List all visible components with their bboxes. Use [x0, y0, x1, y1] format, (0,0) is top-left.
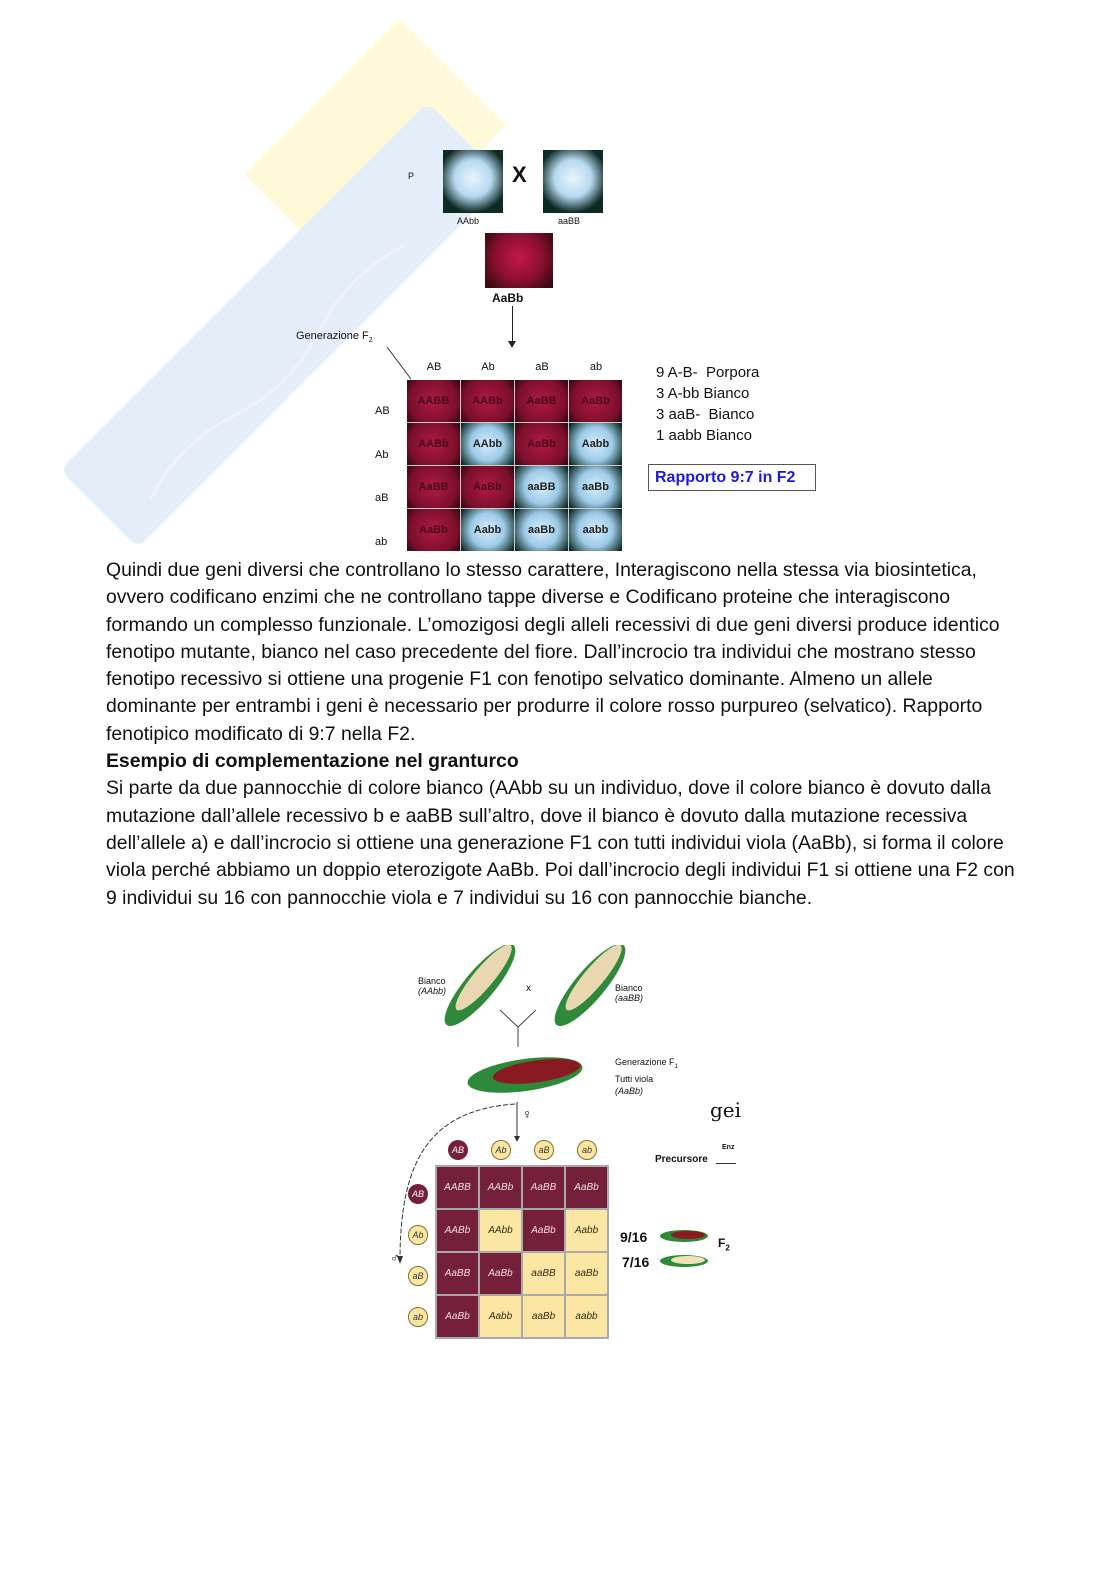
ratio-line: 3 A-bb Bianco — [656, 385, 750, 402]
white-flower-image — [543, 150, 603, 213]
f2-generation-label: Generazione F2 — [296, 330, 373, 345]
row-headers: AB Ab aB ab — [375, 390, 390, 564]
punnett-cell: aaBb — [523, 1296, 564, 1337]
gamete-circle: AB — [448, 1140, 468, 1160]
gamete-circle: AB — [408, 1184, 428, 1204]
punnett-cell: aaBb — [569, 466, 622, 508]
gamete-circle: Ab — [408, 1225, 428, 1245]
punnett-cell: AaBb — [566, 1167, 607, 1208]
col-header: AB — [426, 361, 442, 373]
punnett-cell: AABB — [407, 380, 460, 422]
ratio-line: 1 aabb Bianco — [656, 427, 752, 444]
gamete-column-headers: AB Ab aB ab — [448, 1140, 597, 1160]
watermark-logo — [64, 106, 500, 544]
section-heading: Esempio di complementazione nel granturc… — [106, 750, 519, 773]
paragraph: Quindi due geni diversi che controllano … — [106, 559, 1000, 745]
col-header: aB — [535, 361, 549, 373]
punnett-cell: AaBB — [515, 380, 568, 422]
gamete-circle: aB — [534, 1140, 554, 1160]
punnett-cell: aabb — [566, 1296, 607, 1337]
punnett-cell: AABb — [437, 1210, 478, 1251]
col-header: Ab — [481, 361, 495, 373]
row-header: Ab — [375, 448, 389, 461]
left-parent-label: Bianco(AAbb) — [418, 976, 447, 996]
parent2-genotype: aaBB — [558, 216, 581, 226]
punnett-cell: AAbb — [461, 423, 514, 465]
right-parent-label: Bianco(aaBB) — [615, 983, 644, 1003]
pathway-line — [716, 1163, 736, 1164]
cropped-heading-fragment: gei — [710, 1098, 742, 1122]
punnett-cell: AABb — [480, 1167, 521, 1208]
parent1-genotype: AAbb — [457, 216, 480, 226]
arrow-head-icon — [508, 341, 516, 348]
punnett-cell: Aabb — [461, 509, 514, 551]
ratio-box: Rapporto 9:7 in F2 — [648, 464, 816, 491]
cross-arrows — [397, 1102, 520, 1264]
pointer-line — [386, 346, 412, 380]
punnett-cell: AABB — [437, 1167, 478, 1208]
arrow-line — [512, 306, 513, 344]
ratio-purple: 9/16 — [620, 1229, 648, 1245]
phenotype-ratios: 9 A-B- Porpora 3 A-bb Bianco 3 aaB- Bian… — [656, 362, 759, 446]
purple-flower-image — [485, 233, 553, 288]
cross-symbol: x — [526, 983, 531, 994]
row-header: AB — [375, 405, 390, 417]
punnett-cell: aaBb — [515, 509, 568, 551]
ratio-line: 3 aaB- Bianco — [656, 406, 755, 423]
precursor-label: Precursore — [655, 1154, 708, 1165]
ratio-line: 9 A-B- Porpora — [656, 364, 760, 381]
f1-genotype: AaBb — [492, 291, 524, 305]
punnett-cell: AaBb — [515, 423, 568, 465]
punnett-cell: AABb — [461, 380, 514, 422]
punnett-cell: AaBb — [407, 509, 460, 551]
punnett-cell: AAbb — [480, 1210, 521, 1251]
punnett-cell: aaBB — [523, 1253, 564, 1294]
female-symbol: ♀ — [522, 1106, 533, 1122]
white-flower-image — [443, 150, 503, 213]
cross-symbol: X — [512, 162, 527, 187]
f2-corn-icons — [660, 1230, 708, 1267]
body-text: Quindi due geni diversi che controllano … — [106, 557, 1016, 912]
punnett-cell: Aabb — [566, 1210, 607, 1251]
punnett-cell: aaBb — [566, 1253, 607, 1294]
paragraph: Si parte da due pannocchie di colore bia… — [106, 777, 1015, 909]
row-header: aB — [375, 492, 389, 504]
column-headers: AB Ab aB ab — [407, 361, 623, 373]
gamete-circle: ab — [408, 1307, 428, 1327]
punnett-cell: Aabb — [569, 423, 622, 465]
gamete-circle: ab — [577, 1140, 597, 1160]
punnett-cell: aabb — [569, 509, 622, 551]
corn-illustrations — [444, 945, 626, 1093]
male-symbol: ♂ — [390, 1250, 400, 1265]
gamete-circle: Ab — [491, 1140, 511, 1160]
p-label: P — [408, 171, 415, 181]
punnett-cell: AaBB — [437, 1253, 478, 1294]
punnett-cell: Aabb — [480, 1296, 521, 1337]
punnett-cell: AABb — [407, 423, 460, 465]
col-header: ab — [589, 361, 603, 373]
f2-label: F2 — [718, 1236, 730, 1253]
punnett-cell: aaBB — [515, 466, 568, 508]
punnett-cell: AaBb — [461, 466, 514, 508]
gamete-row-headers: AB Ab aB ab — [408, 1184, 428, 1327]
row-header: ab — [375, 535, 388, 548]
punnett-cell: AaBB — [523, 1167, 564, 1208]
enzyme-fragment: Enz — [722, 1144, 735, 1151]
punnett-cell: AaBb — [523, 1210, 564, 1251]
punnett-cell: AaBB — [407, 466, 460, 508]
gamete-circle: aB — [408, 1266, 428, 1286]
punnett-cell: AaBb — [437, 1296, 478, 1337]
punnett-cell: AaBb — [569, 380, 622, 422]
punnett-cell: AaBb — [480, 1253, 521, 1294]
ratio-white: 7/16 — [622, 1254, 650, 1270]
